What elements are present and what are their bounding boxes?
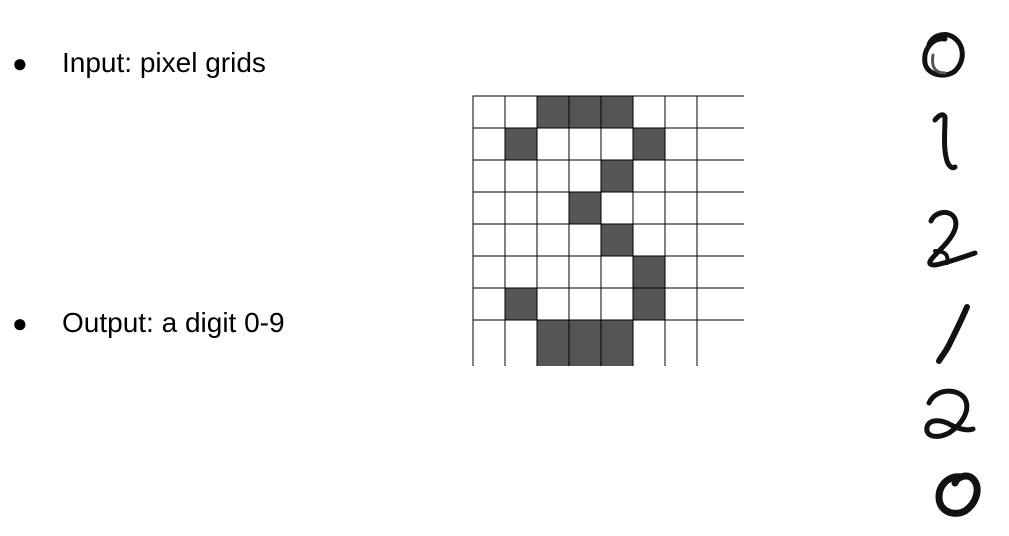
bullet-marker: ● bbox=[12, 48, 28, 78]
handwritten-digit-0-icon bbox=[935, 472, 981, 517]
grid-cell-empty bbox=[536, 223, 570, 257]
grid-cell-empty bbox=[472, 223, 506, 257]
grid-cell-empty bbox=[504, 255, 538, 289]
grid-cell-empty bbox=[568, 127, 602, 161]
grid-cell-empty bbox=[504, 223, 538, 257]
bullet-item-input: ● Input: pixel grids bbox=[12, 45, 266, 81]
bullet-text-output: Output: a digit 0-9 bbox=[62, 307, 285, 338]
grid-cell-empty bbox=[664, 95, 698, 129]
grid-cell-empty bbox=[568, 223, 602, 257]
grid-cell-empty bbox=[696, 95, 744, 129]
grid-cell-empty bbox=[632, 223, 666, 257]
grid-cell-empty bbox=[536, 191, 570, 225]
grid-cell-empty bbox=[696, 127, 744, 161]
grid-cell-empty bbox=[504, 159, 538, 193]
grid-cell-empty bbox=[600, 287, 634, 321]
grid-cell-empty bbox=[536, 287, 570, 321]
grid-cell-empty bbox=[664, 223, 698, 257]
grid-cell-empty bbox=[664, 255, 698, 289]
grid-cell-empty bbox=[696, 319, 744, 366]
grid-cell-empty bbox=[472, 287, 506, 321]
grid-cell-empty bbox=[472, 127, 506, 161]
grid-cell-empty bbox=[696, 255, 744, 289]
grid-cell-filled bbox=[632, 287, 666, 321]
grid-cell-filled bbox=[600, 319, 634, 366]
grid-cell-filled bbox=[600, 223, 634, 257]
grid-cell-empty bbox=[664, 191, 698, 225]
pixel-grid-canvas bbox=[472, 95, 744, 366]
grid-cell-filled bbox=[600, 95, 634, 129]
handwritten-digit-2-icon bbox=[927, 210, 978, 268]
handwritten-digit-1-icon bbox=[936, 304, 970, 364]
grid-cell-empty bbox=[664, 159, 698, 193]
grid-cell-empty bbox=[568, 159, 602, 193]
grid-cell-empty bbox=[696, 223, 744, 257]
grid-cell-empty bbox=[504, 191, 538, 225]
grid-cell-empty bbox=[664, 319, 698, 366]
grid-cell-empty bbox=[568, 287, 602, 321]
grid-cell-empty bbox=[536, 255, 570, 289]
pixel-grid bbox=[472, 95, 744, 366]
grid-cell-empty bbox=[600, 127, 634, 161]
grid-cell-empty bbox=[472, 95, 506, 129]
handwritten-digit-samples bbox=[905, 15, 995, 530]
grid-cell-empty bbox=[536, 159, 570, 193]
handwritten-digit-2-icon bbox=[924, 388, 976, 439]
grid-cell-empty bbox=[472, 191, 506, 225]
grid-cell-filled bbox=[536, 319, 570, 366]
grid-cell-empty bbox=[472, 159, 506, 193]
grid-cell-filled bbox=[504, 287, 538, 321]
grid-cell-filled bbox=[568, 191, 602, 225]
grid-cell-empty bbox=[696, 159, 744, 193]
grid-cell-empty bbox=[472, 319, 506, 366]
grid-cell-empty bbox=[632, 159, 666, 193]
grid-cell-empty bbox=[632, 95, 666, 129]
grid-cell-empty bbox=[536, 127, 570, 161]
grid-cell-filled bbox=[504, 127, 538, 161]
grid-cell-empty bbox=[632, 191, 666, 225]
grid-cell-filled bbox=[568, 95, 602, 129]
handwritten-digits-canvas bbox=[922, 32, 981, 517]
grid-cell-empty bbox=[600, 191, 634, 225]
grid-cell-empty bbox=[568, 255, 602, 289]
bullet-text-input: Input: pixel grids bbox=[62, 47, 266, 78]
grid-cell-empty bbox=[696, 287, 744, 321]
grid-cell-empty bbox=[472, 255, 506, 289]
grid-cell-empty bbox=[504, 319, 538, 366]
handwritten-digit-1-icon bbox=[932, 112, 958, 171]
grid-cell-filled bbox=[632, 255, 666, 289]
grid-cell-filled bbox=[568, 319, 602, 366]
grid-cell-empty bbox=[664, 127, 698, 161]
bullet-item-output: ● Output: a digit 0-9 bbox=[12, 305, 285, 341]
grid-cell-filled bbox=[536, 95, 570, 129]
handwritten-digit-0-icon bbox=[922, 32, 965, 78]
grid-cell-empty bbox=[664, 287, 698, 321]
bullet-marker: ● bbox=[12, 308, 28, 338]
grid-cell-empty bbox=[632, 319, 666, 366]
grid-cell-empty bbox=[696, 191, 744, 225]
grid-cell-filled bbox=[600, 159, 634, 193]
grid-cell-empty bbox=[600, 255, 634, 289]
grid-cell-empty bbox=[504, 95, 538, 129]
grid-cell-filled bbox=[632, 127, 666, 161]
